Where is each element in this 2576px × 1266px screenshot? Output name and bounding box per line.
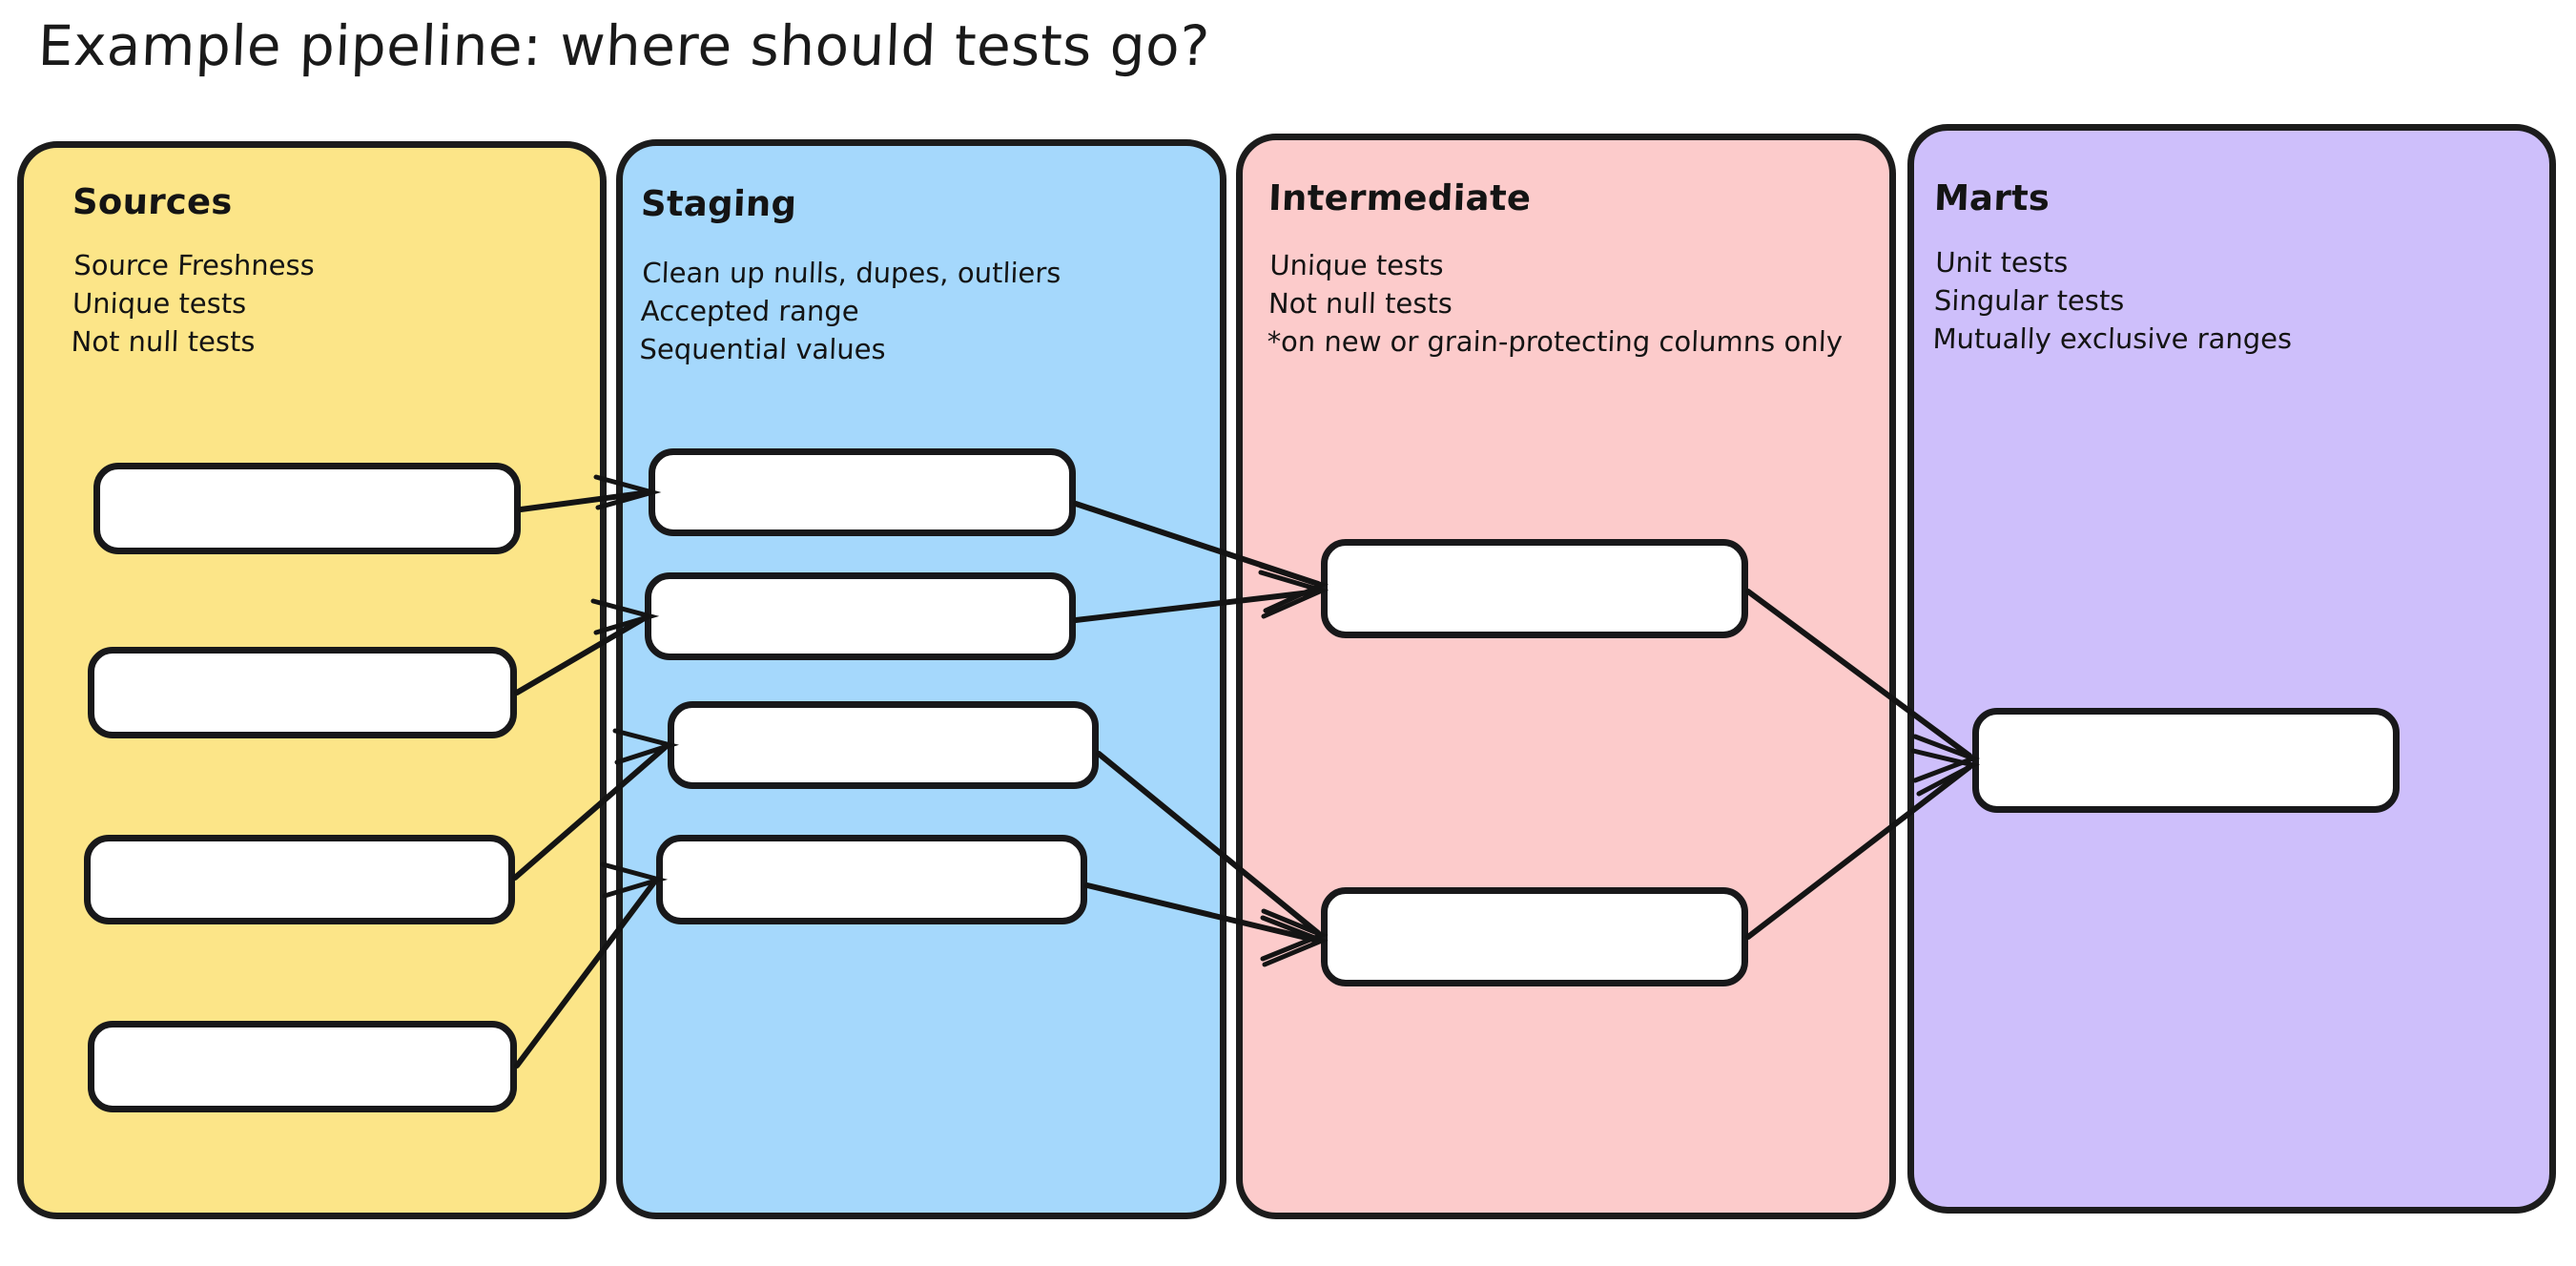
- layer-panel-marts[interactable]: [1907, 124, 2556, 1214]
- layer-panel-staging[interactable]: [616, 139, 1226, 1219]
- node-staging-4[interactable]: [656, 835, 1087, 924]
- note-line: Unit tests: [1934, 246, 2070, 279]
- node-staging-1[interactable]: [649, 448, 1076, 536]
- layer-heading-intermediate: Intermediate: [1267, 177, 1533, 218]
- note-line: Singular tests: [1933, 284, 2125, 317]
- node-source-3[interactable]: [84, 835, 515, 924]
- node-intermediate-2[interactable]: [1321, 887, 1748, 986]
- layer-notes-intermediate: Unique tests Not null tests *on new or g…: [1267, 246, 1846, 361]
- layer-heading-sources: Sources: [72, 181, 234, 222]
- node-source-2[interactable]: [88, 647, 517, 738]
- note-line: Sequential values: [639, 333, 887, 365]
- note-line: Unique tests: [1268, 249, 1445, 281]
- node-staging-2[interactable]: [645, 572, 1076, 660]
- note-line: Accepted range: [640, 295, 860, 327]
- page-title: Example pipeline: where should tests go?: [36, 13, 1211, 78]
- note-line: Not null tests: [1267, 287, 1453, 320]
- layer-notes-sources: Source Freshness Unique tests Not null t…: [71, 246, 316, 361]
- node-intermediate-1[interactable]: [1321, 539, 1748, 638]
- node-source-4[interactable]: [88, 1021, 517, 1112]
- node-source-1[interactable]: [93, 463, 521, 554]
- note-line: Not null tests: [71, 325, 257, 358]
- note-line: Mutually exclusive ranges: [1932, 322, 2293, 355]
- layer-heading-staging: Staging: [640, 183, 798, 224]
- note-line: Clean up nulls, dupes, outliers: [641, 257, 1062, 289]
- layer-heading-marts: Marts: [1933, 177, 2051, 218]
- layer-notes-marts: Unit tests Singular tests Mutually exclu…: [1932, 243, 2296, 358]
- note-line: *on new or grain-protecting columns only: [1267, 325, 1844, 358]
- layer-notes-staging: Clean up nulls, dupes, outliers Accepted…: [639, 254, 1061, 368]
- note-line: Unique tests: [72, 287, 247, 320]
- node-staging-3[interactable]: [668, 701, 1099, 789]
- node-mart-1[interactable]: [1972, 708, 2400, 813]
- note-line: Source Freshness: [72, 249, 316, 281]
